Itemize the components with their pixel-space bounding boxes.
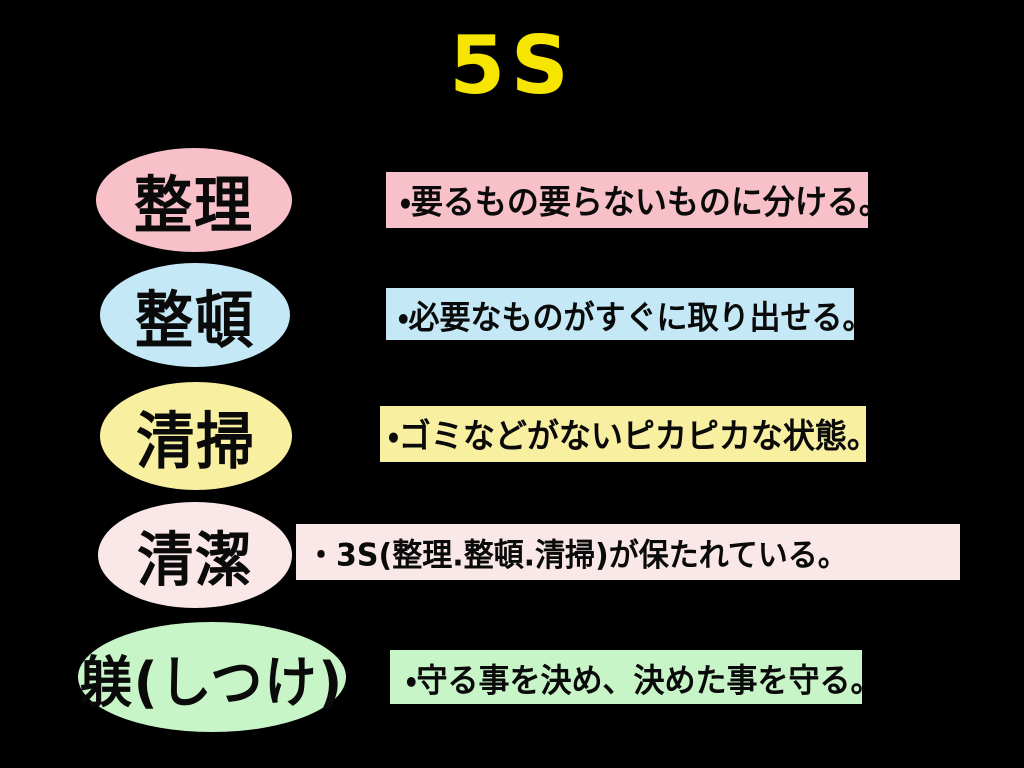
term-label: 清掃 (135, 405, 256, 478)
description-bar-seiton: ・必要なものがすぐに取り出せる。 (386, 288, 874, 340)
description-label: ・必要なものがすぐに取り出せる。 (398, 298, 874, 337)
term-badge-seiri: 整理 (96, 148, 292, 252)
page-title: 5S (449, 19, 575, 112)
five-s-row: 清潔 ・3S(整理.整頓.清掃)が保たれている。 (0, 502, 1024, 614)
term-badge-seiton: 整頓 (100, 263, 290, 367)
description-label: ・守る事を決め、決めた事を守る。 (406, 661, 882, 700)
term-label: 清潔 (137, 525, 253, 595)
term-label: 整頓 (134, 284, 255, 357)
term-label: 躾(しつけ) (79, 651, 345, 715)
term-badge-seiketsu: 清潔 (98, 502, 292, 608)
description-label: ・要るもの要らないものに分ける。 (400, 182, 891, 223)
term-badge-shitsuke: 躾(しつけ) (78, 622, 346, 732)
description-bar-seiketsu: ・3S(整理.整頓.清掃)が保たれている。 (296, 524, 960, 580)
term-label: 整理 (133, 169, 254, 242)
five-s-row: 整頓 ・必要なものがすぐに取り出せる。 (0, 263, 1024, 373)
description-label: ・3S(整理.整頓.清掃)が保たれている。 (306, 537, 848, 575)
five-s-row: 清掃 ・ゴミなどがないピカピカな状態。 (0, 382, 1024, 496)
five-s-row: 整理 ・要るもの要らないものに分ける。 (0, 148, 1024, 258)
five-s-row: 躾(しつけ) ・守る事を決め、決めた事を守る。 (0, 622, 1024, 738)
description-label: ・ゴミなどがないピカピカな状態。 (388, 416, 879, 457)
description-bar-seiri: ・要るもの要らないものに分ける。 (386, 172, 891, 228)
term-badge-seisou: 清掃 (100, 382, 292, 490)
description-bar-shitsuke: ・守る事を決め、決めた事を守る。 (390, 650, 882, 704)
description-bar-seisou: ・ゴミなどがないピカピカな状態。 (380, 406, 879, 462)
